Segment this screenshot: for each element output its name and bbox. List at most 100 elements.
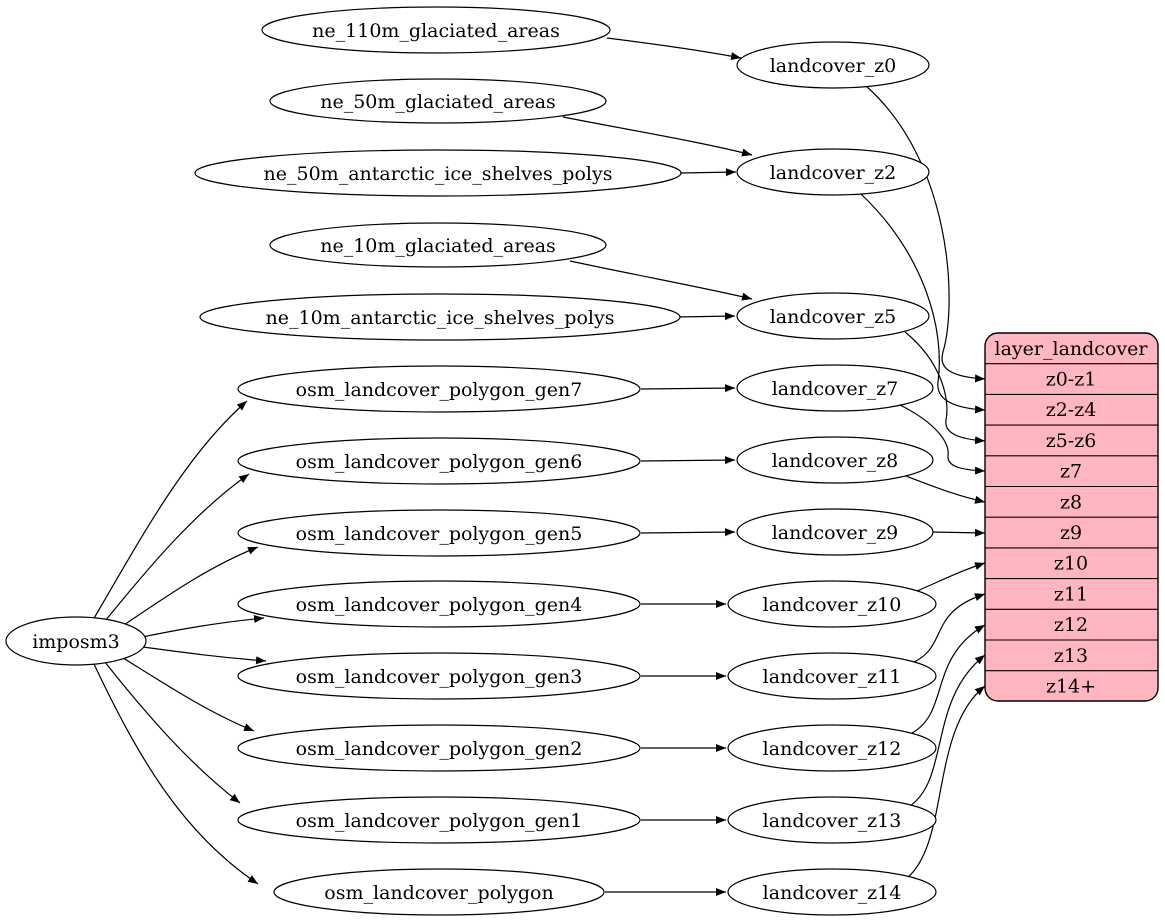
table-row-z10: z10 [1054,553,1088,575]
edge-imposm3-osm_landcover_polygon_gen2 [111,650,255,732]
edge-landcover_z11-row-z11 [913,593,986,663]
edge-landcover_z5-row-z5-z6 [904,331,986,445]
table-row-z7: z7 [1060,461,1082,483]
node-osm_landcover_polygon_gen1-label: osm_landcover_polygon_gen1 [296,810,583,832]
node-landcover_z5: landcover_z5 [736,292,930,340]
node-landcover_z5-shape [736,292,930,340]
node-landcover_z11: landcover_z11 [727,652,937,700]
node-osm_landcover_polygon_gen7-shape [237,365,641,413]
node-osm_landcover_polygon_gen4: osm_landcover_polygon_gen4 [237,580,641,628]
node-landcover_z0-shape [736,41,930,89]
node-ne_50m_antarctic_ice_shelves_polys: ne_50m_antarctic_ice_shelves_polys [194,149,682,197]
node-ne_10m_glaciated_areas: ne_10m_glaciated_areas [269,222,607,268]
node-landcover_z7-shape [736,364,934,412]
node-landcover_z2-label: landcover_z2 [770,162,897,184]
node-osm_landcover_polygon_gen2-shape [237,724,641,772]
table-row-z9: z9 [1060,522,1082,544]
node-landcover_z7-label: landcover_z7 [772,378,899,400]
node-osm_landcover_polygon_gen3: osm_landcover_polygon_gen3 [237,652,641,700]
node-landcover_z13: landcover_z13 [727,796,937,844]
node-osm_landcover_polygon_gen4-label: osm_landcover_polygon_gen4 [296,594,583,616]
table-row-z2-z4: z2-z4 [1046,399,1097,421]
node-landcover_z11-shape [727,652,937,700]
edge-imposm3-osm_landcover_polygon [92,661,259,885]
edge-group [92,37,986,896]
node-osm_landcover_polygon: osm_landcover_polygon [273,868,605,916]
node-landcover_z12-label: landcover_z12 [763,738,902,760]
node-landcover_z10: landcover_z10 [727,580,937,628]
node-landcover_z10-label: landcover_z10 [763,594,902,616]
node-ne_50m_antarctic_ice_shelves_polys-shape [194,149,682,197]
node-landcover_z14-shape [727,868,937,916]
node-osm_landcover_polygon_gen4-shape [237,580,641,628]
node-imposm3-label: imposm3 [32,631,120,653]
table-title: layer_landcover [995,338,1149,360]
edge-osm_landcover_polygon_gen6-landcover_z8 [640,456,736,465]
edge-ne_10m_antarctic_ice_shelves_polys-landcover_z5 [676,312,736,321]
node-landcover_z12-shape [727,724,937,772]
table-row-z8: z8 [1060,491,1082,513]
node-osm_landcover_polygon_gen7: osm_landcover_polygon_gen7 [237,365,641,413]
node-landcover_z0: landcover_z0 [736,41,930,89]
node-landcover_z8: landcover_z8 [736,436,934,484]
edge-landcover_z10-row-z10 [916,562,986,592]
edge-imposm3-osm_landcover_polygon_gen4 [127,615,265,641]
edge-landcover_z12-row-z12 [911,624,986,734]
table-layer-landcover: layer_landcover z0-z1 z2-z4 z5-z6 z7 z8 … [984,332,1159,702]
node-ne_10m_antarctic_ice_shelves_polys-shape [199,293,681,341]
node-osm_landcover_polygon-shape [273,868,605,916]
node-ne_10m_glaciated_areas-label: ne_10m_glaciated_areas [320,235,556,257]
node-landcover_z9-label: landcover_z9 [772,522,899,544]
node-landcover_z9-shape [736,508,934,556]
edge-ne_50m_antarctic_ice_shelves_polys-landcover_z2 [680,168,737,177]
node-ne_10m_antarctic_ice_shelves_polys: ne_10m_antarctic_ice_shelves_polys [199,293,681,341]
node-ne_50m_glaciated_areas-label: ne_50m_glaciated_areas [320,91,556,113]
node-osm_landcover_polygon_gen6-shape [237,437,641,485]
edge-ne_50m_glaciated_areas-landcover_z2 [562,116,753,157]
node-osm_landcover_polygon_gen3-shape [237,652,641,700]
edge-landcover_z14-row-z14plus [906,685,986,879]
node-landcover_z8-shape [736,436,934,484]
edge-imposm3-osm_landcover_polygon_gen1 [100,656,241,804]
node-landcover_z8-label: landcover_z8 [772,450,899,472]
node-ne_10m_glaciated_areas-shape [269,222,607,268]
node-osm_landcover_polygon_gen2-label: osm_landcover_polygon_gen2 [296,738,583,760]
edge-landcover_z13-row-z13 [909,654,986,807]
node-osm_landcover_polygon_gen3-label: osm_landcover_polygon_gen3 [296,666,583,688]
node-landcover_z14: landcover_z14 [727,868,937,916]
table-row-z13: z13 [1054,645,1088,667]
node-landcover_z0-label: landcover_z0 [770,55,897,77]
node-landcover_z9: landcover_z9 [736,508,934,556]
edge-imposm3-osm_landcover_polygon_gen5 [111,546,259,634]
node-landcover_z13-label: landcover_z13 [763,810,902,832]
node-landcover_z10-shape [727,580,937,628]
table-row-z12: z12 [1054,614,1088,636]
node-ne_50m_glaciated_areas: ne_50m_glaciated_areas [269,78,607,124]
node-imposm3: imposm3 [5,616,147,666]
edge-landcover_z2-row-z2-z4 [860,193,986,414]
edge-imposm3-osm_landcover_polygon_gen3 [127,644,267,665]
node-osm_landcover_polygon_gen1-shape [237,796,641,844]
node-osm_landcover_polygon_gen1: osm_landcover_polygon_gen1 [237,796,641,844]
node-osm_landcover_polygon_gen2: osm_landcover_polygon_gen2 [237,724,641,772]
node-osm_landcover_polygon_gen5-shape [237,509,641,557]
node-ne_110m_glaciated_areas-shape [261,6,611,54]
edge-landcover_z8-row-z8 [905,475,986,504]
node-osm_landcover_polygon-label: osm_landcover_polygon [324,882,553,904]
node-landcover_z11-label: landcover_z11 [763,666,902,688]
edge-imposm3-osm_landcover_polygon_gen7 [92,400,248,621]
edge-landcover_z0-row-z0-z1 [865,85,986,383]
node-landcover_z13-shape [727,796,937,844]
node-landcover_z7: landcover_z7 [736,364,934,412]
node-osm_landcover_polygon_gen6: osm_landcover_polygon_gen6 [237,437,641,485]
edge-landcover_z9-row-z9 [930,528,986,537]
table-row-z5-z6: z5-z6 [1046,430,1097,452]
node-ne_50m_glaciated_areas-shape [269,78,607,124]
edge-osm_landcover_polygon_gen5-landcover_z9 [640,528,736,537]
node-osm_landcover_polygon_gen5: osm_landcover_polygon_gen5 [237,509,641,557]
edge-osm_landcover_polygon_gen7-landcover_z7 [640,384,736,393]
table-row-z0-z1: z0-z1 [1046,369,1097,391]
node-landcover_z12: landcover_z12 [727,724,937,772]
